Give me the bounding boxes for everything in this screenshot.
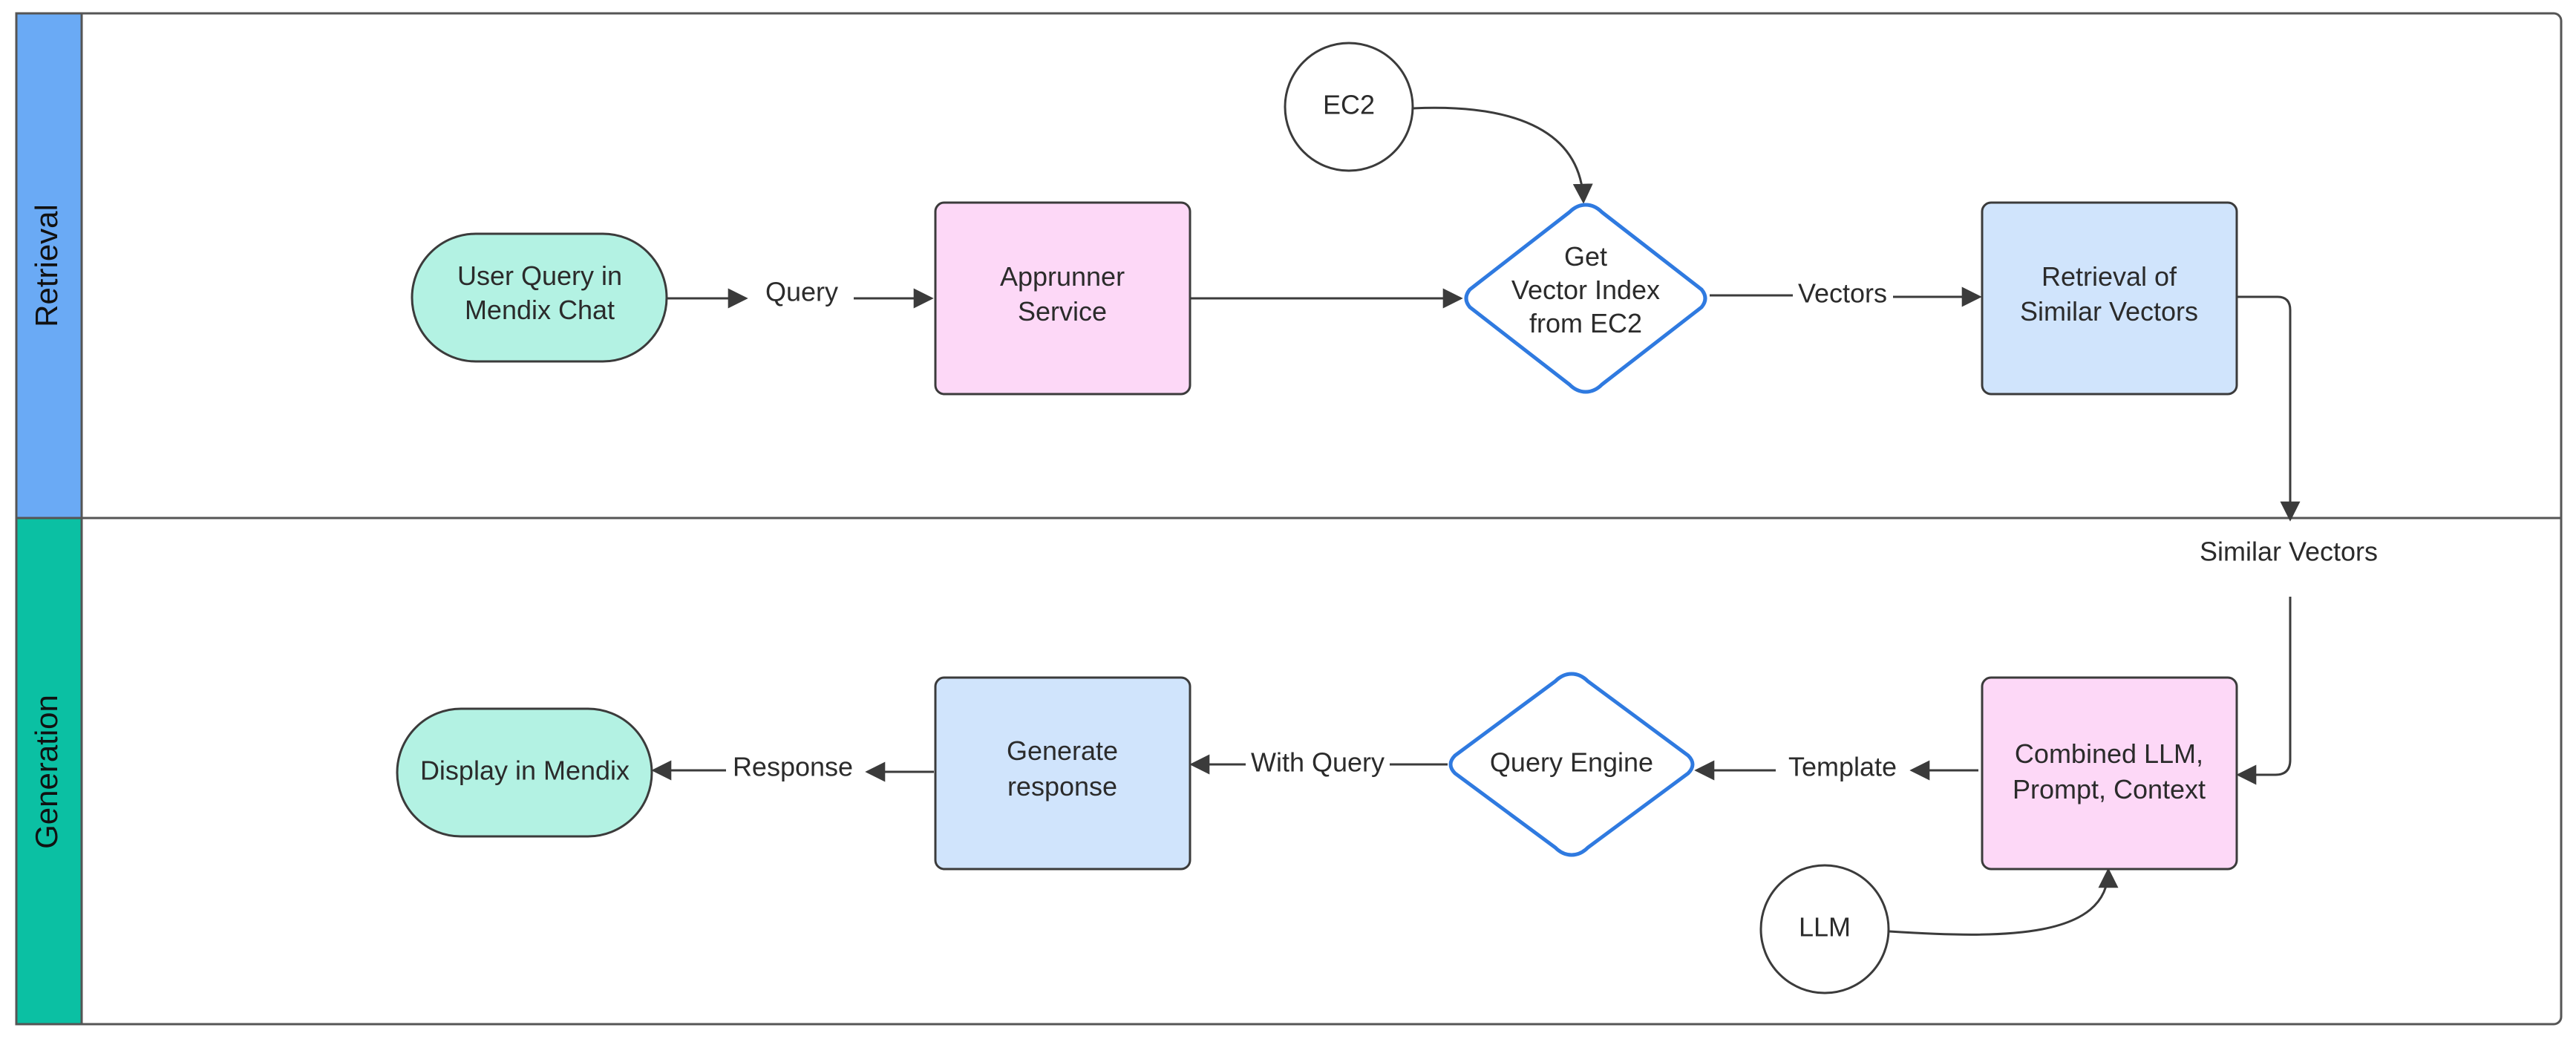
svg-text:User Query in: User Query in: [457, 260, 622, 291]
node-combined-llm: Combined LLM, Prompt, Context: [1981, 676, 2238, 871]
svg-text:Combined LLM,: Combined LLM,: [2015, 738, 2203, 769]
node-apprunner-service: Apprunner Service: [934, 201, 1191, 396]
edge-label-template: Template: [1788, 752, 1897, 782]
generation-lane-label: Generation: [29, 695, 64, 849]
svg-text:Similar Vectors: Similar Vectors: [2020, 296, 2198, 327]
edge-label-query: Query: [765, 277, 838, 307]
node-get-vector-index: Get Vector Index from EC2: [1464, 203, 1707, 394]
svg-text:EC2: EC2: [1323, 90, 1375, 120]
edge-retrieval-down: [2237, 295, 2301, 522]
svg-text:LLM: LLM: [1799, 912, 1851, 943]
edge-label-similar-vectors: Similar Vectors: [2200, 537, 2378, 567]
edge-llm-combined: [1889, 868, 2119, 936]
edge-label-response: Response: [733, 752, 853, 782]
node-query-engine: Query Engine: [1448, 672, 1695, 857]
svg-text:Retrieval of: Retrieval of: [2041, 261, 2177, 292]
svg-text:from EC2: from EC2: [1529, 308, 1642, 338]
node-user-query: User Query in Mendix Chat: [411, 232, 668, 363]
node-retrieval-similar-vectors: Retrieval of Similar Vectors: [1981, 201, 2238, 396]
node-llm: LLM: [1759, 864, 1890, 994]
edge-ec2-getindex: [1411, 106, 1593, 204]
svg-text:Query Engine: Query Engine: [1490, 747, 1653, 778]
edge-similar-combined: [2236, 597, 2292, 785]
edge-label-with-query: With Query: [1251, 747, 1385, 778]
node-display-in-mendix: Display in Mendix: [396, 707, 653, 838]
svg-text:response: response: [1007, 771, 1117, 802]
svg-text:Apprunner: Apprunner: [1000, 261, 1125, 292]
retrieval-lane-header: [15, 12, 83, 520]
svg-text:Vector Index: Vector Index: [1511, 275, 1660, 305]
svg-text:Get: Get: [1564, 241, 1607, 272]
retrieval-lane-label: Retrieval: [29, 204, 64, 327]
svg-text:Display in Mendix: Display in Mendix: [420, 756, 630, 786]
svg-text:Mendix Chat: Mendix Chat: [465, 295, 615, 325]
node-ec2: EC2: [1284, 42, 1414, 172]
node-generate-response: Generate response: [934, 676, 1191, 871]
svg-text:Generate: Generate: [1007, 735, 1118, 766]
edge-label-vectors: Vectors: [1798, 278, 1887, 309]
svg-text:Prompt, Context: Prompt, Context: [2013, 774, 2206, 804]
svg-text:Service: Service: [1018, 296, 1107, 327]
